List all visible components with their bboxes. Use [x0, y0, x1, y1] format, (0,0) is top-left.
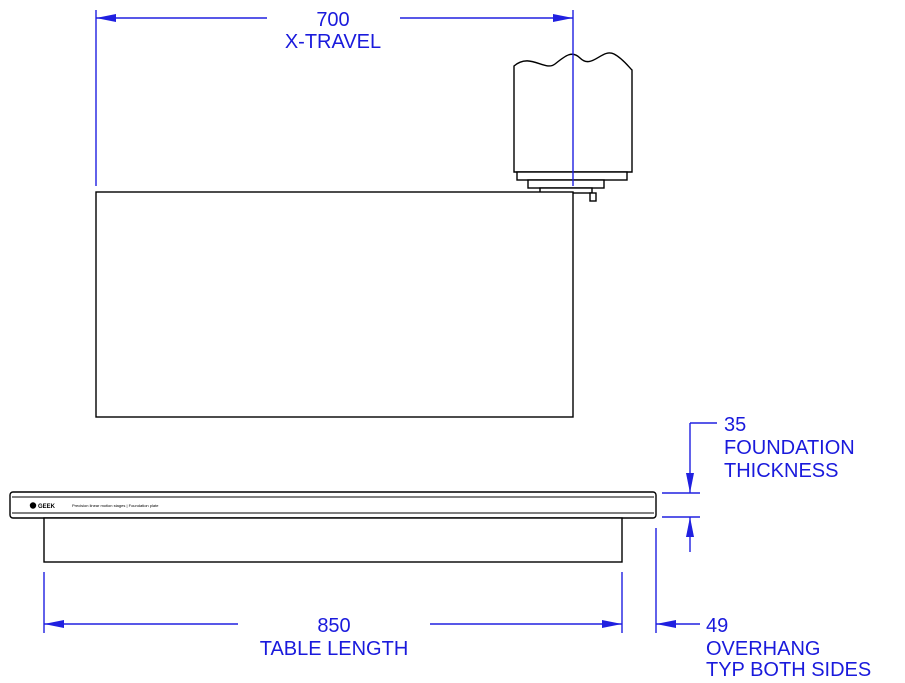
plate-logo-text: GEEK: [38, 504, 56, 510]
table-top-view: [95, 191, 574, 418]
foundation-thickness-dimension: 35 FOUNDATION THICKNESS: [662, 414, 855, 552]
table-length-label: TABLE LENGTH: [260, 638, 409, 660]
logo-icon: [29, 502, 37, 509]
plate-tagline: Precision linear motion stages | Foundat…: [72, 503, 159, 508]
overhang-label-2: TYP BOTH SIDES: [706, 659, 871, 681]
overhang-value: 49: [706, 615, 728, 637]
x-travel-value: 700: [316, 9, 349, 31]
overhang-dimension: 49 OVERHANG TYP BOTH SIDES: [655, 528, 871, 681]
table-side-view: [43, 517, 623, 563]
x-travel-dimension: 700 X-TRAVEL: [95, 9, 574, 186]
x-travel-label: X-TRAVEL: [285, 31, 381, 53]
foundation-thickness-value: 35: [724, 414, 746, 436]
table-length-value: 850: [317, 615, 350, 637]
table-length-dimension: 850 TABLE LENGTH: [43, 572, 623, 660]
foundation-thickness-label-1: FOUNDATION: [724, 437, 855, 459]
overhang-label-1: OVERHANG: [706, 638, 820, 660]
foundation-plate: GEEK Precision linear motion stages | Fo…: [9, 491, 657, 519]
foundation-thickness-label-2: THICKNESS: [724, 460, 838, 482]
